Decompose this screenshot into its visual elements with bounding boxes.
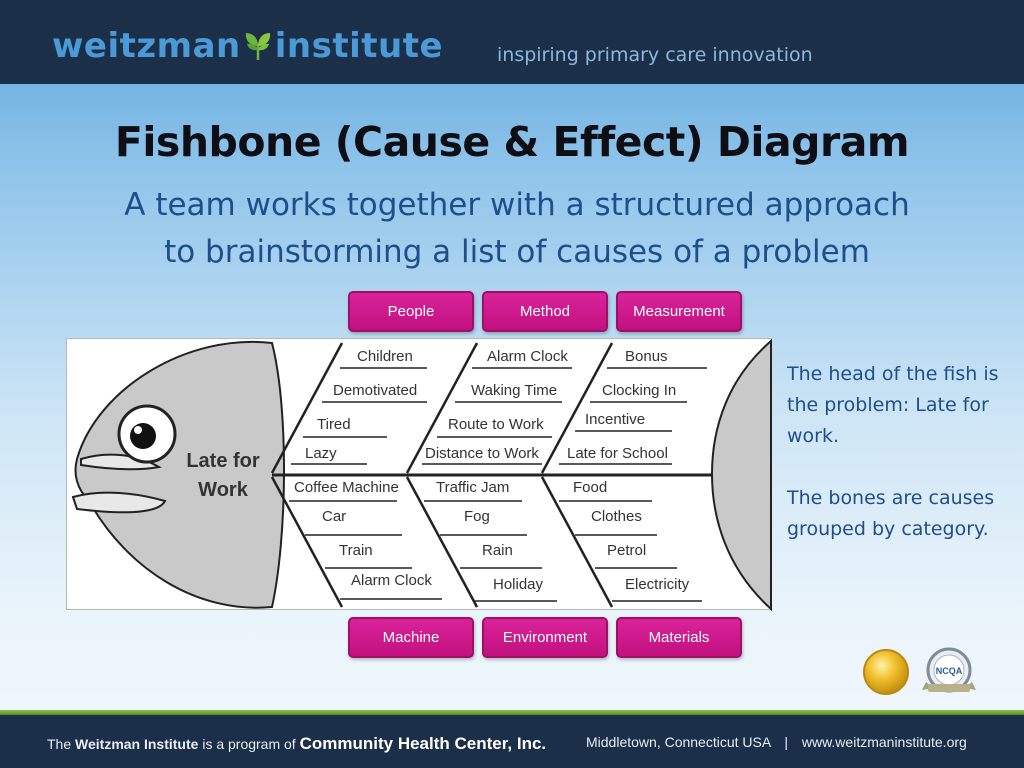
fish-tail xyxy=(710,339,772,611)
cause-materials-1: Food xyxy=(573,479,608,496)
ncqa-label: NCQA xyxy=(936,666,963,676)
footer-org: Community Health Center, Inc. xyxy=(299,734,547,753)
problem-label: Late for Work xyxy=(167,447,279,505)
slide-title: Fishbone (Cause & Effect) Diagram xyxy=(114,118,910,166)
fish-pupil xyxy=(130,423,156,449)
cause-measurement-1: Bonus xyxy=(625,348,668,365)
cause-environment-4: Holiday xyxy=(493,576,544,593)
footer-middle: is a program of xyxy=(202,736,296,752)
cause-method-1: Alarm Clock xyxy=(487,348,568,365)
footer-location: Middletown, Connecticut USA xyxy=(586,734,771,750)
note-head: The head of the fish is the problem: Lat… xyxy=(787,363,999,447)
cause-environment-1: Traffic Jam xyxy=(436,479,510,496)
cause-machine-2: Car xyxy=(322,508,347,525)
fishbone-diagram: Late for Work Children Demotivated Tired… xyxy=(66,338,772,611)
notes-panel: The head of the fish is the problem: Lat… xyxy=(787,359,1007,576)
subtitle-line-2: to brainstorming a list of causes of a p… xyxy=(164,234,870,270)
cause-people-3: Tired xyxy=(317,416,351,433)
cause-measurement-4: Late for School xyxy=(567,445,668,462)
problem-line-2: Work xyxy=(198,479,248,501)
cause-machine-1: Coffee Machine xyxy=(294,479,399,496)
category-people[interactable]: People xyxy=(348,291,474,332)
category-environment[interactable]: Environment xyxy=(482,617,608,658)
category-method[interactable]: Method xyxy=(482,291,608,332)
note-bones: The bones are causes grouped by category… xyxy=(787,487,995,540)
footer-contact: Middletown, Connecticut USA | www.weitzm… xyxy=(586,734,967,750)
gold-seal-icon xyxy=(863,649,909,695)
problem-line-1: Late for xyxy=(186,450,260,472)
brand-logo: weitzman institute xyxy=(52,26,443,66)
brand-word-institute: institute xyxy=(274,26,444,66)
footer-bar: The Weitzman Institute is a program of C… xyxy=(0,710,1024,768)
header-bar: weitzman institute inspiring primary car… xyxy=(0,0,1024,84)
cause-people-4: Lazy xyxy=(305,445,337,462)
fish-mouth-lower xyxy=(71,491,167,514)
cause-materials-4: Electricity xyxy=(625,576,690,593)
tagline: inspiring primary care innovation xyxy=(497,44,813,66)
footer-separator: | xyxy=(784,734,788,750)
cause-materials-3: Petrol xyxy=(607,542,647,559)
footer-attribution: The Weitzman Institute is a program of C… xyxy=(47,734,546,754)
category-machine[interactable]: Machine xyxy=(348,617,474,658)
cause-method-4: Distance to Work xyxy=(425,445,539,462)
category-measurement[interactable]: Measurement xyxy=(616,291,742,332)
cause-measurement-2: Clocking In xyxy=(602,382,677,399)
cause-machine-4: Alarm Clock xyxy=(351,572,432,589)
footer-website-link[interactable]: www.weitzmaninstitute.org xyxy=(801,734,967,750)
fish-mouth-upper xyxy=(80,453,162,471)
footer-prefix: The xyxy=(47,736,72,752)
ncqa-seal-icon: NCQA xyxy=(922,647,976,693)
cause-environment-2: Fog xyxy=(464,508,490,525)
slide-subtitle: A team works together with a structured … xyxy=(100,182,934,276)
cause-materials-2: Clothes xyxy=(591,508,642,525)
brand-word-weitzman: weitzman xyxy=(52,26,241,66)
leaf-icon xyxy=(245,33,270,60)
cause-method-2: Waking Time xyxy=(471,382,558,399)
cause-machine-3: Train xyxy=(339,542,373,559)
cause-people-1: Children xyxy=(357,348,413,365)
subtitle-line-1: A team works together with a structured … xyxy=(124,187,910,223)
fishbone-graphic xyxy=(71,339,772,611)
category-materials[interactable]: Materials xyxy=(616,617,742,658)
footer-institute: Weitzman Institute xyxy=(75,736,199,752)
cause-people-2: Demotivated xyxy=(333,382,418,399)
cause-measurement-3: Incentive xyxy=(585,411,646,428)
cause-method-3: Route to Work xyxy=(448,416,544,433)
cause-environment-3: Rain xyxy=(482,542,513,559)
